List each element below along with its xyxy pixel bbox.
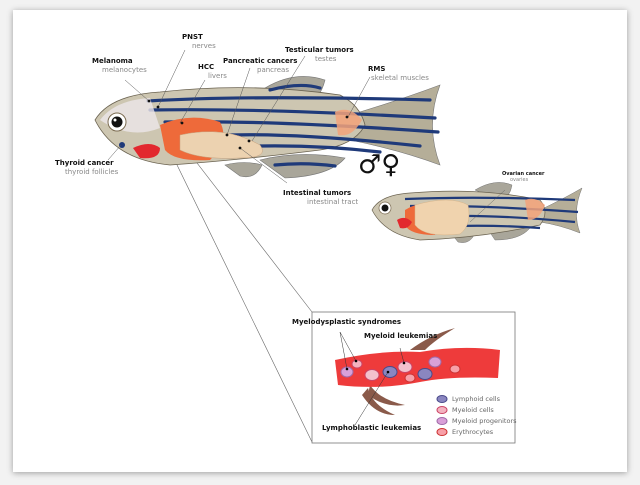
- blood-vessel: [335, 328, 500, 426]
- label-title: Lymphoblastic leukemias: [322, 424, 422, 432]
- label-title: Myelodysplastic syndromes: [292, 318, 402, 326]
- legend-item: Myeloid progenitors: [452, 417, 517, 425]
- sex-symbols: ♂♀: [358, 150, 401, 180]
- label-sub: ovaries: [510, 177, 529, 183]
- label-lymphoblastic: Lymphoblastic leukemias: [322, 424, 421, 433]
- label-title: Thyroid cancer: [55, 159, 114, 167]
- label-myelodysplastic: Myelodysplastic syndromes: [292, 318, 401, 327]
- label-title: Melanoma: [92, 57, 133, 65]
- label-sub: nerves: [192, 42, 216, 50]
- male-zebrafish: [94, 76, 441, 179]
- legend-swatches: [436, 395, 448, 436]
- label-title: Myeloid leukemias: [364, 332, 438, 340]
- label-title: Pancreatic cancers: [223, 57, 298, 65]
- label-title: RMS: [368, 65, 386, 73]
- label-myeloid-leukemias: Myeloid leukemias: [364, 332, 437, 341]
- label-sub: intestinal tract: [307, 198, 359, 206]
- label-sub: thyroid follicles: [65, 168, 119, 176]
- legend-item: Myeloid cells: [452, 406, 494, 414]
- label-title: Testicular tumors: [285, 46, 354, 54]
- label-title: HCC: [198, 63, 215, 71]
- label-sub: testes: [315, 55, 337, 63]
- zoom-line: [159, 129, 313, 443]
- label-title: Intestinal tumors: [283, 189, 352, 197]
- label-sub: livers: [208, 72, 227, 80]
- label-dots: [147, 99, 349, 150]
- leader-lines: [107, 49, 371, 184]
- legend-item: Erythrocytes: [452, 428, 494, 436]
- label-title: PNST: [182, 33, 203, 41]
- label-sub: melanocytes: [102, 66, 147, 74]
- legend-item: Lymphoid cells: [452, 395, 500, 403]
- label-title: Ovarian cancer: [502, 171, 545, 177]
- female-zebrafish: [371, 182, 583, 243]
- label-sub: pancreas: [257, 66, 289, 74]
- label-sub: skeletal muscles: [371, 74, 429, 82]
- cell-legend: Lymphoid cells Myeloid cells Myeloid pro…: [452, 394, 517, 438]
